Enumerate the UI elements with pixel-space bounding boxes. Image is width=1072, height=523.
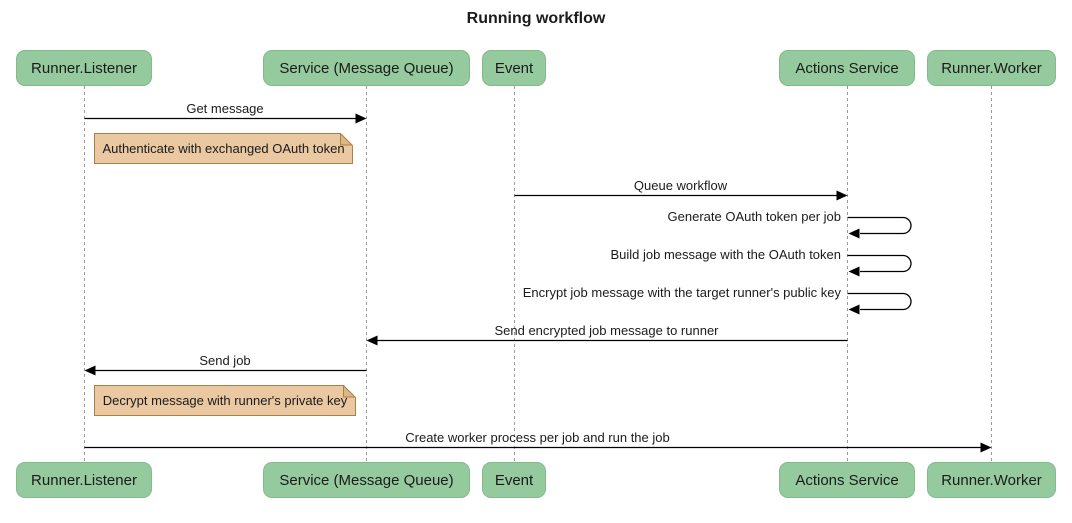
diagram-title: Running workflow <box>466 10 606 27</box>
arrowhead-generate-oauth-token <box>848 228 860 239</box>
participant-top-event: Event <box>482 50 546 86</box>
participant-bottom-actions-service: Actions Service <box>779 462 915 498</box>
selfloop-encrypt-job-message <box>847 292 912 311</box>
participant-top-service-message-queue: Service (Message Queue) <box>263 50 470 86</box>
arrowhead-build-job-message <box>848 266 860 277</box>
note-fold-icon <box>340 133 353 146</box>
participant-bottom-service-message-queue: Service (Message Queue) <box>263 462 470 498</box>
message-label-build-job-message: Build job message with the OAuth token <box>610 247 841 262</box>
note-text: Authenticate with exchanged OAuth token <box>102 141 345 156</box>
selfloop-build-job-message <box>847 254 912 273</box>
message-label-create-worker-process: Create worker process per job and run th… <box>405 430 670 445</box>
participant-bottom-event: Event <box>482 462 546 498</box>
participant-top-runner-worker: Runner.Worker <box>927 50 1056 86</box>
note-fold-icon <box>343 385 356 398</box>
participant-label: Actions Service <box>795 471 899 489</box>
participant-label: Service (Message Queue) <box>279 59 454 77</box>
participant-bottom-runner-listener: Runner.Listener <box>16 462 152 498</box>
arrowhead-get-message <box>355 113 367 124</box>
participant-label: Runner.Worker <box>941 59 1042 77</box>
message-label-queue-workflow: Queue workflow <box>633 178 728 193</box>
participant-bottom-runner-worker: Runner.Worker <box>927 462 1056 498</box>
note-text: Decrypt message with runner's private ke… <box>102 393 348 408</box>
arrowhead-send-encrypted-job <box>366 335 378 346</box>
participant-top-runner-listener: Runner.Listener <box>16 50 152 86</box>
selfloop-generate-oauth-token <box>847 216 912 235</box>
arrowhead-create-worker-process <box>980 442 992 453</box>
participant-label: Actions Service <box>795 59 899 77</box>
arrowhead-queue-workflow <box>836 190 848 201</box>
message-label-send-encrypted-job: Send encrypted job message to runner <box>494 323 719 338</box>
participant-label: Service (Message Queue) <box>279 471 454 489</box>
note-decrypt-private-key: Decrypt message with runner's private ke… <box>94 385 356 416</box>
message-label-encrypt-job-message: Encrypt job message with the target runn… <box>522 285 841 300</box>
participant-label: Runner.Listener <box>31 59 137 77</box>
message-label-send-job: Send job <box>199 353 251 368</box>
participant-label: Event <box>494 59 534 77</box>
message-label-get-message: Get message <box>186 101 264 116</box>
participant-label: Runner.Worker <box>941 471 1042 489</box>
participant-label: Event <box>494 471 534 489</box>
message-label-generate-oauth-token: Generate OAuth token per job <box>667 209 841 224</box>
participant-top-actions-service: Actions Service <box>779 50 915 86</box>
arrowhead-send-job <box>84 365 96 376</box>
participant-label: Runner.Listener <box>31 471 137 489</box>
arrowhead-encrypt-job-message <box>848 304 860 315</box>
note-authenticate-oauth: Authenticate with exchanged OAuth token <box>94 133 353 164</box>
